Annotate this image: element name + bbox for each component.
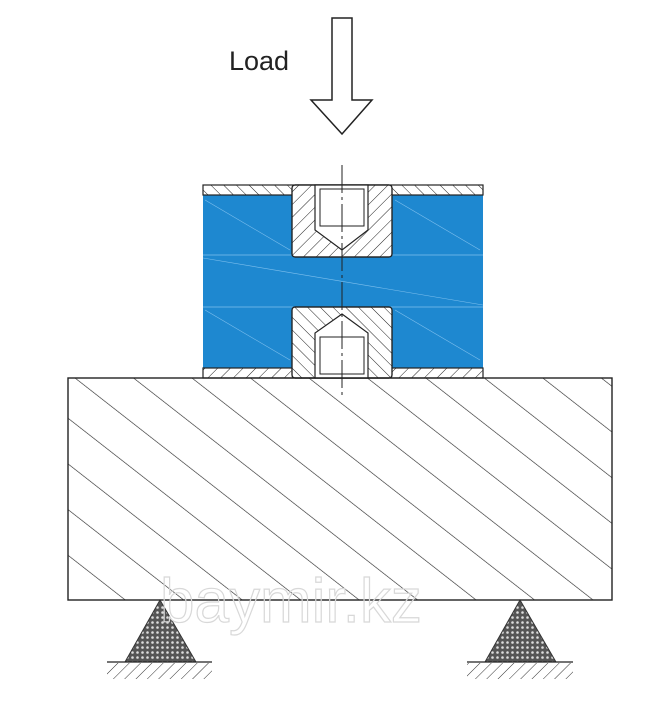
load-arrow-icon — [309, 17, 374, 136]
load-label: Load — [229, 46, 289, 76]
left-support — [107, 598, 212, 679]
right-support — [467, 598, 573, 679]
watermark: baymir.kz — [160, 567, 422, 636]
base-beam — [67, 377, 613, 601]
